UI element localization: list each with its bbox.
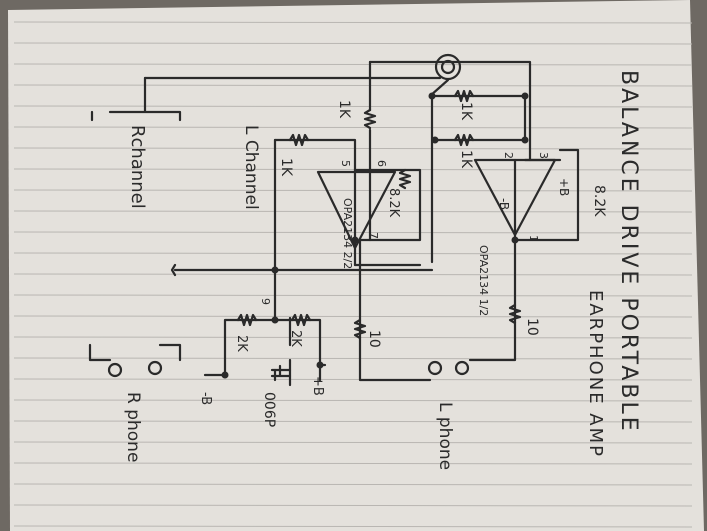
rule-line — [13, 21, 693, 24]
label-r-1k-in: 1K — [278, 158, 294, 177]
label-pin-5: 5 — [339, 160, 352, 167]
rule-line — [13, 399, 693, 402]
rule-line — [13, 63, 693, 66]
label-r-10-a: 10 — [524, 318, 540, 336]
label-opamp-b: OPA2134 2/2 — [341, 198, 354, 269]
label-pin-9: 9 — [259, 298, 272, 305]
opamp-b — [316, 170, 397, 250]
label-r-2k-a: 2K — [234, 335, 249, 352]
label-r-channel: Rchannel — [127, 125, 148, 209]
circuit-wires — [88, 60, 580, 387]
label-r-1k-left: 1K — [336, 100, 352, 119]
label-pin-2: 2 — [502, 152, 515, 159]
label-l-phone: L phone — [435, 402, 455, 470]
resistors — [236, 89, 522, 340]
phone-terminals — [107, 360, 470, 378]
title-line1: BALANCE DRIVE PORTABLE — [616, 70, 641, 434]
label-r-2k-b: 2K — [288, 330, 303, 347]
rule-line — [13, 357, 693, 360]
label-cap: 006P — [261, 392, 277, 427]
rule-line — [13, 441, 693, 444]
opamp-a — [473, 158, 557, 237]
rule-line — [13, 252, 693, 255]
label-opa-plus-b: +B — [557, 178, 571, 196]
rule-line — [13, 147, 693, 150]
label-r-1k-mid: 1K — [458, 150, 474, 169]
rule-line — [13, 315, 693, 318]
rule-line — [13, 336, 693, 339]
label-minus-b: -B — [198, 392, 213, 405]
label-opamp-a: OPA2134 1/2 — [477, 245, 490, 316]
rule-line — [13, 504, 693, 507]
label-r-phone: R phone — [123, 392, 143, 462]
label-l-channel: L Channel — [241, 125, 261, 210]
label-pin-3: 3 — [537, 152, 550, 159]
junction-dots — [221, 92, 529, 379]
rule-line — [13, 126, 693, 129]
label-pin-1: 1 — [527, 235, 540, 242]
rule-line — [13, 42, 693, 45]
rule-line — [13, 378, 693, 381]
rule-line — [13, 462, 693, 465]
label-r-1k-top: 1K — [458, 102, 474, 121]
rule-line — [13, 420, 693, 423]
rule-line — [13, 294, 693, 297]
label-r-8k2-b: 8.2K — [386, 188, 401, 218]
label-opa-minus-b: -B — [497, 198, 511, 210]
label-pin-7: 7 — [367, 232, 380, 239]
label-r-10-b: 10 — [366, 330, 382, 348]
label-pin-6: 6 — [375, 160, 388, 167]
label-plus-b: +B — [310, 376, 325, 396]
rule-line — [13, 105, 693, 108]
rule-line — [13, 483, 693, 486]
label-r-8k2-a: 8.2K — [591, 185, 607, 217]
rule-line — [13, 84, 693, 87]
title-line2: EARPHONE AMP — [585, 290, 606, 458]
rule-line — [13, 525, 693, 528]
rule-line — [13, 273, 693, 276]
